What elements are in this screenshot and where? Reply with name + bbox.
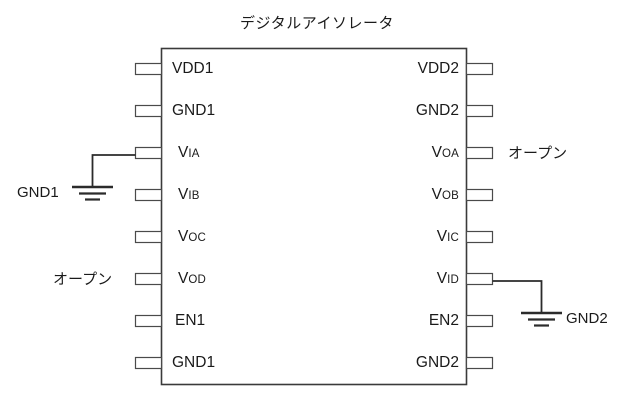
pin-label-vdd1: VDD1 xyxy=(172,61,213,77)
pin-label-en1-base: EN1 xyxy=(175,312,206,329)
pin-rect-voa xyxy=(465,146,494,160)
pin-label-vod: VOD xyxy=(178,271,206,287)
pin-rect-vic xyxy=(465,230,494,244)
pin-label-vic-base: V xyxy=(436,228,448,245)
pin-label-voa-sub: OA xyxy=(441,148,459,160)
pin-rect-vdd2 xyxy=(465,62,494,76)
pin-label-voa: VOA xyxy=(432,145,459,161)
right-ground-symbol xyxy=(521,311,562,327)
pin-label-vic-sub: IC xyxy=(447,232,459,244)
pin-rect-gnd2-bottom xyxy=(465,356,494,370)
pin-rect-vib xyxy=(134,188,163,202)
pin-label-vdd2: VDD2 xyxy=(418,61,459,77)
pin-label-vod-base: V xyxy=(178,270,189,287)
pin-rect-gnd1-bottom xyxy=(134,356,163,370)
ground-label-left: GND1 xyxy=(17,184,59,201)
pin-label-vib: VIB xyxy=(178,187,200,203)
pin-label-en1: EN1 xyxy=(175,313,205,329)
open-label-left: オープン xyxy=(53,271,113,288)
ic-body xyxy=(160,47,468,386)
pin-label-vod-sub: OD xyxy=(188,274,206,286)
pin-label-vob-sub: OB xyxy=(441,190,459,202)
pin-label-vdd2-base: VDD2 xyxy=(417,60,459,77)
pin-rect-vob xyxy=(465,188,494,202)
open-label-right: オープン xyxy=(508,145,568,162)
pin-label-via: VIA xyxy=(178,145,200,161)
pin-label-gnd1-top-base: GND1 xyxy=(172,102,216,119)
pin-label-gnd1-bottom-base: GND1 xyxy=(172,354,216,371)
pin-label-vob-base: V xyxy=(431,186,442,203)
pin-rect-gnd1-top xyxy=(134,104,163,118)
pin-label-gnd2-bottom: GND2 xyxy=(416,355,459,371)
pin-label-via-base: V xyxy=(178,144,189,161)
left-ground-symbol xyxy=(72,185,113,201)
pin-rect-gnd2-top xyxy=(465,104,494,118)
pin-label-gnd2-bottom-base: GND2 xyxy=(415,354,459,371)
ground-label-right: GND2 xyxy=(566,310,608,327)
pin-label-vib-sub: IB xyxy=(188,190,200,202)
pin-rect-via xyxy=(134,146,163,160)
pin-rect-en2 xyxy=(465,314,494,328)
pin-rect-vid xyxy=(465,272,494,286)
pin-label-vid-base: V xyxy=(436,270,448,287)
pin-label-vib-base: V xyxy=(178,186,189,203)
pin-label-via-sub: IA xyxy=(188,148,200,160)
pin-label-voa-base: V xyxy=(431,144,442,161)
pin-label-voc-sub: OC xyxy=(188,232,206,244)
left-pin-rects xyxy=(134,62,163,370)
pin-label-vid: VID xyxy=(437,271,459,287)
pin-label-en2: EN2 xyxy=(429,313,459,329)
pin-rect-vdd1 xyxy=(134,62,163,76)
pin-label-vid-sub: ID xyxy=(447,274,459,286)
right-ground-wire xyxy=(492,280,543,312)
pin-label-gnd2-top-base: GND2 xyxy=(415,102,459,119)
pin-label-vic: VIC xyxy=(437,229,459,245)
diagram-title: デジタルアイソレータ xyxy=(240,15,394,32)
pin-label-vob: VOB xyxy=(432,187,459,203)
pin-label-gnd2-top: GND2 xyxy=(416,103,459,119)
pin-rect-voc xyxy=(134,230,163,244)
pin-label-vdd1-base: VDD1 xyxy=(172,60,214,77)
pin-label-voc-base: V xyxy=(178,228,189,245)
left-ground-wire xyxy=(91,154,136,186)
pin-label-voc: VOC xyxy=(178,229,206,245)
pin-label-en2-base: EN2 xyxy=(428,312,459,329)
pin-rect-en1 xyxy=(134,314,163,328)
right-pin-rects xyxy=(465,62,494,370)
pin-label-gnd1-bottom: GND1 xyxy=(172,355,215,371)
pin-label-gnd1-top: GND1 xyxy=(172,103,215,119)
pin-rect-vod xyxy=(134,272,163,286)
